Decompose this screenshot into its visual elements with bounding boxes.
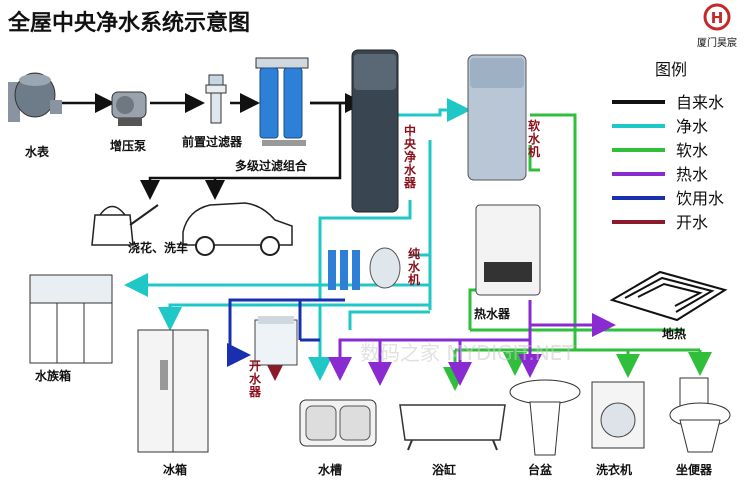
sf-c2: 水 (528, 131, 541, 146)
boiler-icon (254, 316, 298, 366)
label-multi-filter: 多级过滤组合 (235, 158, 308, 173)
label-heater: 热水器 (474, 306, 511, 321)
legend-label-1: 净水 (676, 117, 708, 136)
pw-c3: 机 (408, 272, 420, 287)
legend-label-3: 热水 (676, 165, 708, 184)
label-fridge: 冰箱 (163, 462, 187, 477)
sf-c1: 软 (528, 118, 540, 133)
cp-c1: 中 (404, 123, 416, 138)
label-basin: 台盆 (528, 462, 553, 477)
bathtub-icon (399, 404, 506, 451)
label-floor-heating: 地热 (662, 326, 686, 341)
label-pre-filter: 前置过滤器 (182, 134, 243, 149)
central-purifier-icon (351, 49, 399, 213)
pw-c2: 水 (408, 259, 421, 274)
label-aquarium: 水族箱 (35, 368, 71, 383)
watermark: 数码之家 MYDIGIT.NET (360, 341, 575, 365)
bl-c1: 开 (249, 359, 261, 373)
label-boiler: 开水器 (248, 359, 262, 399)
label-softener: 软水机 (528, 118, 541, 159)
floor-heating-icon (609, 270, 728, 322)
drinking-water-pipes (227, 298, 345, 367)
multi-filter-icon (255, 57, 309, 146)
fridge-icon (137, 329, 209, 453)
washer-icon (591, 381, 645, 449)
aquarium-icon (29, 274, 113, 364)
pure-water-icon (328, 247, 401, 290)
brand-logo: H 厦门昊宸 (697, 3, 737, 49)
legend-label-0: 自来水 (676, 93, 724, 112)
water-heater-icon (475, 204, 541, 296)
cp-c4: 水 (404, 162, 417, 177)
legend-label-2: 软水 (676, 141, 708, 160)
booster-pump-icon (111, 91, 147, 126)
sf-c3: 机 (528, 144, 540, 159)
softener-icon (467, 54, 527, 181)
legend-title: 图例 (655, 60, 687, 79)
car-icon (182, 202, 293, 256)
water-meter-icon (8, 72, 62, 122)
bl-c3: 器 (248, 385, 262, 399)
label-toilet: 坐便器 (676, 462, 713, 477)
toilet-icon (669, 377, 731, 453)
diagram-title: 全屋中央净水系统示意图 (7, 10, 250, 36)
watering-can-icon (91, 204, 159, 246)
cp-c5: 器 (403, 176, 417, 190)
pw-c1: 纯 (408, 246, 420, 261)
label-sink: 水槽 (318, 462, 342, 477)
label-washer: 洗衣机 (596, 462, 632, 477)
pre-filter-icon (205, 74, 227, 124)
bl-c2: 水 (249, 371, 262, 386)
label-central-purifier: 中央净水器 (403, 123, 417, 190)
label-water-meter: 水表 (25, 144, 50, 159)
label-bathtub: 浴缸 (432, 462, 456, 477)
hot-water-pipes (328, 300, 616, 386)
label-watering: 浇花、洗车 (128, 240, 188, 255)
tap-water-pipes (60, 93, 365, 200)
legend-label-4: 饮用水 (676, 189, 724, 208)
label-pure-water: 纯水机 (408, 246, 421, 287)
basin-icon (509, 379, 581, 456)
logo-mark: H (711, 9, 724, 27)
label-booster-pump: 增压泵 (110, 138, 146, 153)
legend-label-5: 开水 (676, 213, 708, 232)
sink-icon (299, 399, 377, 447)
cp-c2: 央 (404, 136, 417, 151)
logo-text: 厦门昊宸 (697, 36, 737, 49)
cp-c3: 净 (404, 149, 416, 164)
